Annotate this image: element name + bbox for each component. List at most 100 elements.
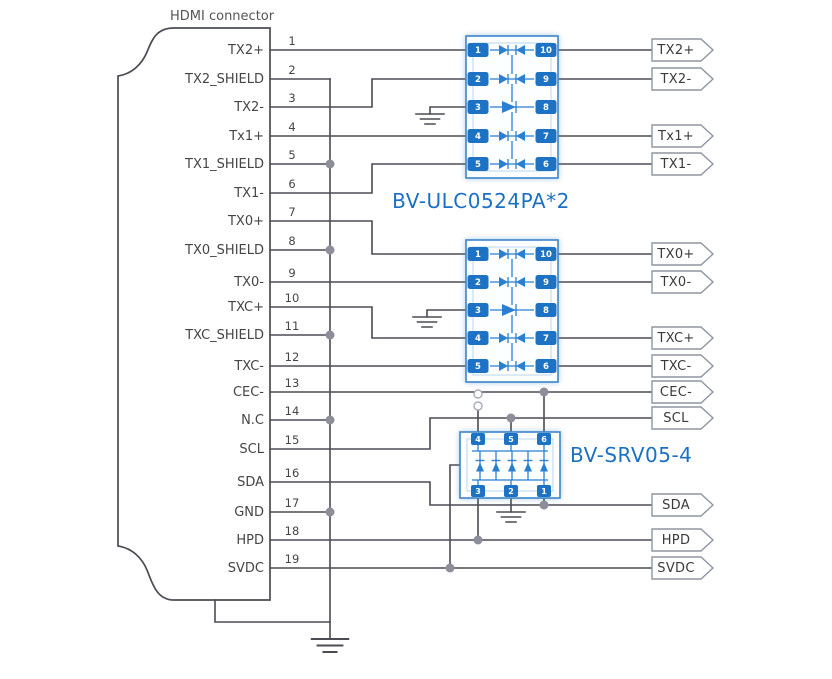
hdmi-pin-number: 6 — [288, 177, 295, 191]
output-net-label: HPD — [662, 533, 691, 548]
hdmi-pin-label: TX0_SHIELD — [184, 243, 264, 258]
output-net-label: SVDC — [657, 561, 694, 576]
ic-pin-number: 8 — [543, 103, 549, 113]
hdmi-pin-labels: TX2+ TX2_SHIELD TX2- Tx1+ TX1_SHIELD TX1… — [184, 43, 265, 576]
net-flag — [651, 528, 715, 552]
hdmi-pin-label: TXC_SHIELD — [184, 328, 264, 343]
output-net-label: TX2+ — [656, 43, 694, 58]
hdmi-pin-number: 10 — [285, 291, 300, 305]
ic-pin-number: 2 — [508, 487, 514, 496]
ic-pin-number: 3 — [475, 487, 481, 496]
ic-pin-number: 4 — [475, 334, 481, 344]
ic-pin-number: 7 — [543, 334, 549, 344]
hdmi-pin-label: SDA — [237, 475, 264, 490]
net-flag — [651, 326, 715, 350]
srv05-pin-wires — [477, 391, 545, 541]
hdmi-pin-number: 17 — [285, 496, 300, 510]
hdmi-pin-number: 13 — [285, 376, 300, 390]
ground-icon — [310, 637, 350, 654]
ic-pin-number: 9 — [543, 278, 549, 288]
output-net-label: SCL — [663, 411, 689, 426]
hdmi-pin-label: Tx1+ — [228, 129, 264, 144]
ground-icon — [415, 113, 445, 125]
output-net-label: TX0- — [659, 275, 691, 290]
ic-pins: 4 5 6 3 2 1 — [471, 433, 551, 497]
hdmi-pin-label: SCL — [239, 442, 264, 457]
ic-internal-rails — [472, 445, 548, 485]
hdmi-pin-number: 7 — [288, 205, 295, 219]
svdc-vcc-wire — [449, 464, 461, 569]
ic-bv-ulc0524pa-upper: 1 2 3 4 5 10 9 8 7 6 — [465, 35, 559, 179]
ic-pin-number: 10 — [540, 46, 552, 56]
ground-icon — [496, 511, 526, 523]
output-labels: TX2+ TX2- Tx1+ TX1- TX0+ TX0- TXC+ TXC- … — [656, 43, 694, 576]
ic-pins: 1 2 3 4 5 10 9 8 7 6 — [467, 247, 557, 373]
ic-bv-ulc0524pa-lower: 1 2 3 4 5 10 9 8 7 6 — [465, 239, 559, 383]
net-flag — [651, 67, 715, 91]
hdmi-pin-label: SVDC — [228, 561, 264, 576]
ic-pin-number: 6 — [541, 435, 547, 444]
hdmi-pin-label: HPD — [236, 533, 264, 548]
net-flag — [651, 152, 715, 176]
hdmi-connector-title: HDMI connector — [170, 9, 275, 24]
hdmi-pin-number: 5 — [288, 148, 295, 162]
hdmi-pin-label: TX1_SHIELD — [184, 157, 264, 172]
ic-pin-number: 8 — [543, 306, 549, 316]
net-flag — [651, 242, 715, 266]
ic-pin-number: 2 — [475, 278, 481, 288]
ic-pins: 1 2 3 4 5 10 9 8 7 6 — [467, 43, 557, 171]
net-flag — [651, 38, 715, 62]
hdmi-pin-number: 11 — [285, 319, 300, 333]
ground-icon — [412, 316, 442, 328]
ic-pin-number: 7 — [543, 132, 549, 142]
hdmi-pin-label: TX2- — [233, 100, 264, 115]
output-net-label: TXC+ — [656, 331, 694, 346]
ic-pin-number: 6 — [543, 160, 549, 170]
hdmi-pin-number: 18 — [285, 524, 300, 538]
hdmi-pin-label: TX0- — [233, 275, 264, 290]
output-connectors: TX2+ TX2- Tx1+ TX1- TX0+ TX0- TXC+ TXC- … — [651, 38, 715, 580]
hdmi-pin-number: 16 — [285, 466, 300, 480]
hdmi-pin-number: 1 — [288, 34, 295, 48]
net-flag — [651, 380, 715, 404]
hdmi-pin-number: 9 — [288, 266, 295, 280]
hdmi-pin-label: TX1- — [233, 186, 264, 201]
ic-pin-number: 1 — [475, 250, 481, 260]
hdmi-pin-label: CEC- — [233, 385, 264, 400]
net-flag — [651, 124, 715, 148]
net-flag — [651, 354, 715, 378]
srv05-part-label: BV-SRV05-4 — [570, 443, 692, 467]
ic-pin-number: 5 — [475, 160, 481, 170]
output-net-label: TX1- — [659, 157, 691, 172]
hdmi-pin-number: 3 — [288, 91, 295, 105]
hdmi-pin-number: 12 — [285, 350, 300, 364]
ic-pin-number: 6 — [543, 362, 549, 372]
no-connect-circles — [473, 389, 483, 411]
ic-pin-number: 1 — [541, 487, 547, 496]
ic-pin-number: 3 — [475, 103, 481, 113]
ic-pin-number: 5 — [508, 435, 514, 444]
output-net-label: Tx1+ — [657, 129, 694, 144]
hdmi-pin-number: 15 — [285, 433, 300, 447]
hdmi-pin-label: TXC+ — [227, 300, 264, 315]
ic-pin-number: 10 — [540, 250, 552, 260]
hdmi-pin-label: TX2+ — [227, 43, 264, 58]
hdmi-pin-label: TXC- — [233, 359, 264, 374]
hdmi-pin-number: 19 — [285, 552, 300, 566]
ic-pin-number: 4 — [475, 435, 481, 444]
output-net-label: TX0+ — [656, 247, 694, 262]
hdmi-pin-label: TX2_SHIELD — [184, 72, 264, 87]
wires — [214, 49, 653, 640]
ic-pin-number: 5 — [475, 362, 481, 372]
ic-pin-number: 9 — [543, 75, 549, 85]
ic-part-label: BV-ULC0524PA*2 — [392, 189, 570, 213]
hdmi-pin-label: TX0+ — [227, 214, 264, 229]
output-net-label: TX2- — [659, 72, 691, 87]
hdmi-connector-outline — [117, 27, 271, 601]
hdmi-pin-numbers: 1 2 3 4 5 6 7 8 9 10 11 12 13 14 15 16 1… — [285, 34, 300, 566]
net-flag — [651, 270, 715, 294]
hdmi-pin-number: 2 — [288, 63, 295, 77]
output-net-label: TXC- — [660, 359, 692, 374]
